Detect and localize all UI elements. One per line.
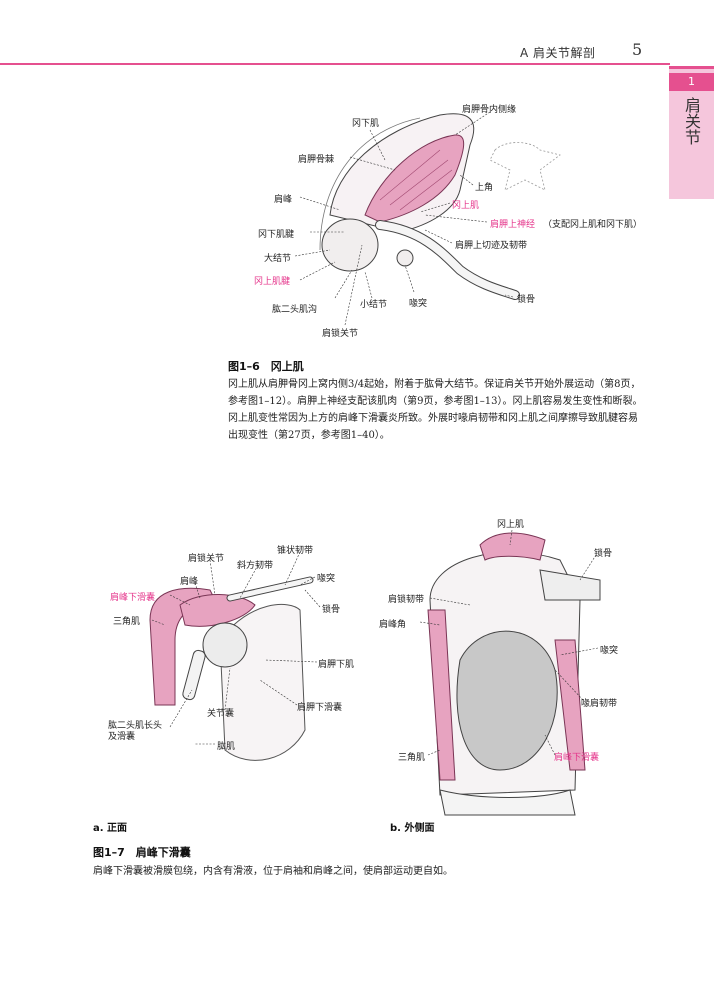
clavicle-b (539, 569, 601, 601)
label-scapular-spine: 肩胛骨棘 (298, 155, 335, 165)
chapter-number: 1 (669, 73, 714, 91)
label-a-biceps-long-head: 肱二头肌长头 (108, 721, 163, 731)
label-clavicle: 锁骨 (517, 295, 536, 305)
label-a-acromion: 肩峰 (180, 577, 199, 587)
header-rule (0, 63, 670, 65)
glenoid (456, 630, 558, 771)
coracoid-process (396, 249, 414, 267)
panel-a-label: a. 正面 (93, 823, 128, 834)
label-a-subscapular-bursa: 肩胛下滑囊 (297, 703, 343, 713)
label-a-deltoid: 三角肌 (113, 617, 141, 627)
label-a-humerus: 肱肌 (217, 742, 236, 752)
label-a-trapezoid: 斜方韧带 (237, 561, 274, 571)
label-greater-tuberosity: 大结节 (264, 254, 292, 264)
label-b-ac-ligament: 肩锁韧带 (388, 595, 425, 605)
label-a-clavicle: 锁骨 (322, 605, 341, 615)
subacromial-bursa-a (179, 594, 256, 627)
deltoid-b-left (427, 609, 456, 781)
label-infraspinatus: 冈下肌 (352, 119, 380, 129)
label-b-acromial-angle: 肩峰角 (379, 620, 407, 630)
label-b-supraspinatus: 冈上肌 (497, 520, 525, 530)
label-a-biceps-bursa: 及滑囊 (108, 732, 136, 742)
label-acromion: 肩峰 (274, 195, 293, 205)
figure-1-6-title: 图1–6 冈上肌 (228, 360, 304, 373)
section-title: A 肩关节解剖 (520, 46, 596, 60)
label-a-subacromial-bursa: 肩峰下滑囊 (110, 593, 156, 603)
humeral-head-a (202, 622, 248, 668)
label-a-ac-joint: 肩锁关节 (188, 554, 225, 564)
label-supraspinatus: 冈上肌 (452, 201, 480, 211)
label-b-coracoid: 喙突 (600, 646, 619, 656)
label-a-conoid: 锥状韧带 (277, 546, 314, 556)
label-notch-ligament: 肩胛上切迹及韧带 (455, 241, 528, 251)
figure-1-6-caption: 冈上肌从肩胛骨冈上窝内侧3/4起始，附着于肱骨大结节。保证肩关节开始外展运动（第… (228, 379, 643, 441)
panel-b-label: b. 外侧面 (390, 823, 435, 834)
label-superior-angle: 上角 (475, 183, 494, 193)
label-nerve-note: （支配冈上肌和冈下肌） (543, 220, 643, 230)
label-a-joint-capsule: 关节囊 (207, 709, 235, 719)
supraspinatus-muscle (364, 134, 465, 223)
label-b-deltoid: 三角肌 (398, 753, 426, 763)
supraspinatus-b (479, 532, 546, 561)
label-supraspinatus-tendon: 冈上肌腱 (254, 277, 291, 287)
chapter-title: 肩关节 (682, 97, 701, 145)
label-ac-joint: 肩锁关节 (322, 329, 359, 339)
label-a-subscapularis: 肩胛下肌 (318, 660, 355, 670)
figure-1-7-caption: 肩峰下滑囊被滑膜包绕，内含有滑液，位于肩袖和肩峰之间，使肩部运动更自如。 (93, 866, 453, 877)
label-suprascapular-nerve: 肩胛上神经 (490, 220, 536, 230)
label-b-subacromial-bursa: 肩峰下滑囊 (554, 753, 600, 763)
vertebra-sketch (489, 142, 561, 191)
muscle-fibers (379, 149, 453, 211)
page-number: 5 (632, 40, 643, 59)
label-b-clavicle: 锁骨 (594, 549, 613, 559)
label-b-coracoacromial: 喙肩韧带 (581, 699, 618, 709)
label-infraspinatus-tendon: 冈下肌腱 (258, 230, 295, 240)
label-medial-border: 肩胛骨内侧缘 (462, 105, 517, 115)
label-lesser-tuberosity: 小结节 (360, 300, 388, 310)
biceps-tendon (182, 649, 206, 701)
chapter-tab: 1 肩关节 (669, 66, 714, 199)
label-a-coracoid: 喙突 (317, 574, 336, 584)
figure-1-7-title: 图1–7 肩峰下滑囊 (93, 846, 191, 859)
deltoid-b-right (554, 639, 586, 771)
label-coracoid: 喙突 (409, 299, 428, 309)
label-bicipital-groove: 肱二头肌沟 (272, 305, 318, 315)
